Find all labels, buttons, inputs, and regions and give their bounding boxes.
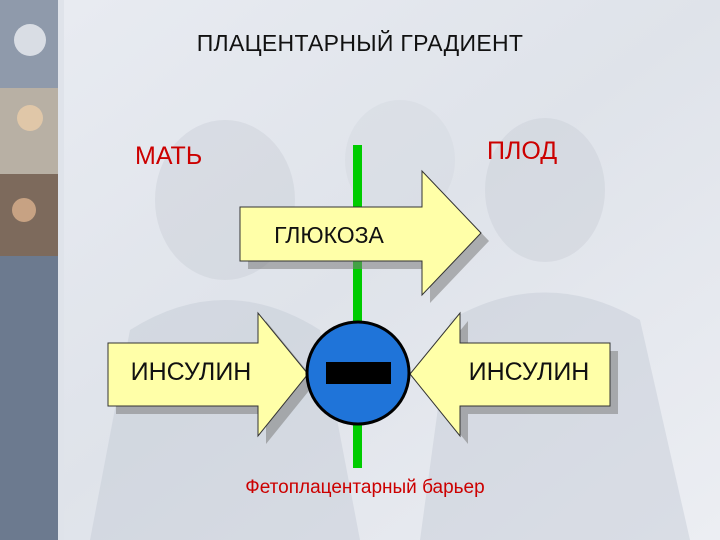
no-entry-icon xyxy=(305,320,411,426)
barrier-label: Фетоплацентарный барьер xyxy=(245,477,485,498)
insulin-right-arrow xyxy=(409,311,618,444)
mother-label: МАТЬ xyxy=(135,142,203,170)
glucose-arrow xyxy=(239,169,489,303)
insulin-left-label: ИНСУЛИН xyxy=(130,358,252,386)
page-title: ПЛАЦЕНТАРНЫЙ ГРАДИЕНТ xyxy=(196,30,524,56)
insulin-right-label: ИНСУЛИН xyxy=(468,358,590,386)
insulin-left-arrow xyxy=(107,311,316,444)
placental-barrier-line xyxy=(353,145,362,468)
glucose-label: ГЛЮКОЗА xyxy=(274,222,384,248)
fetus-label: ПЛОД xyxy=(487,137,558,165)
